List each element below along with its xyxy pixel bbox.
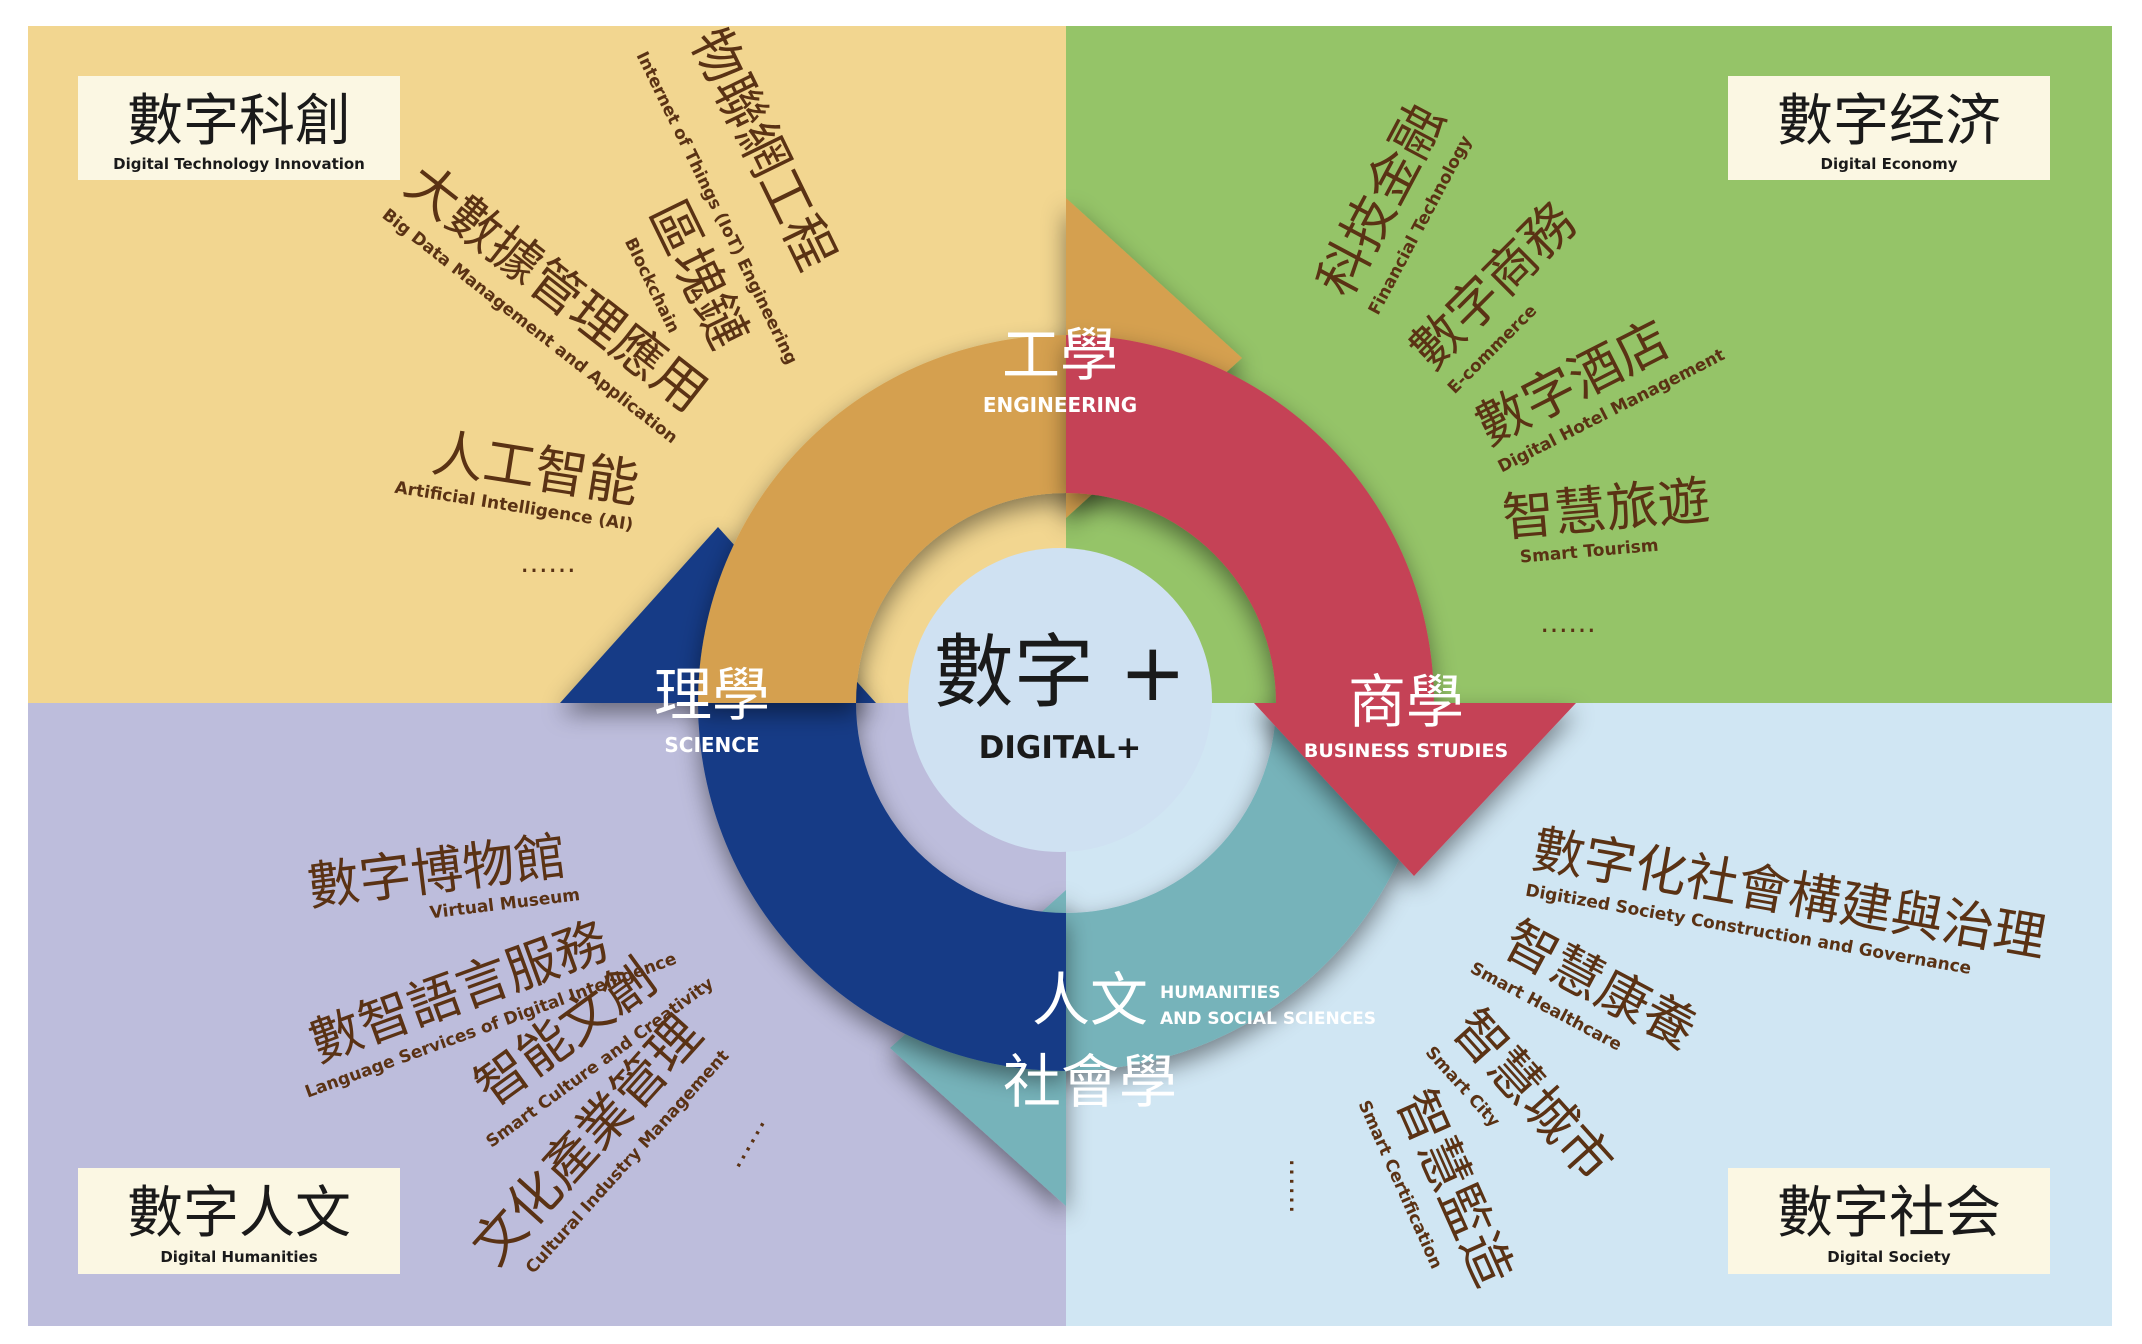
humanities-en-line2: AND SOCIAL SCIENCES: [1160, 1009, 1376, 1029]
humanities-subtitle: Digital Humanities: [160, 1248, 317, 1266]
arc-engineering: [698, 198, 1242, 703]
business-en: BUSINESS STUDIES: [1304, 740, 1508, 762]
arc-science: [560, 527, 1066, 1071]
center-subtitle: DIGITAL+: [979, 730, 1142, 766]
arc-humanities: [890, 703, 1434, 1206]
humanities-label-line1: 人文: [1032, 966, 1148, 1034]
engineering-en: ENGINEERING: [983, 393, 1137, 417]
society-more: ……: [1283, 1158, 1316, 1214]
economy-title: 數字经济: [1777, 89, 2001, 154]
tech-more: ……: [520, 546, 576, 579]
science-en: SCIENCE: [664, 733, 759, 757]
economy-more: ……: [1540, 606, 1596, 639]
humanities-label-line2: 社會學: [1003, 1048, 1177, 1116]
society-title-box: 數字社会 Digital Society: [1728, 1168, 2050, 1274]
tech-subtitle: Digital Technology Innovation: [113, 155, 365, 173]
society-title: 數字社会: [1777, 1181, 2001, 1246]
society-subtitle: Digital Society: [1827, 1248, 1951, 1266]
humanities-en-line1: HUMANITIES: [1160, 983, 1280, 1003]
economy-title-box: 數字经济 Digital Economy: [1728, 76, 2050, 180]
humanities-title-box: 數字人文 Digital Humanities: [78, 1168, 400, 1274]
tech-title: 數字科創: [127, 89, 351, 154]
arc-business: [1066, 335, 1576, 876]
science-label: 理學: [654, 661, 770, 729]
center-circle: [908, 548, 1212, 852]
center-title: 數字 +: [934, 626, 1186, 719]
tech-title-box: 數字科創 Digital Technology Innovation: [78, 76, 400, 180]
business-label: 商學: [1348, 668, 1464, 736]
humanities-title: 數字人文: [127, 1181, 351, 1246]
economy-subtitle: Digital Economy: [1821, 155, 1958, 173]
engineering-label: 工學: [1002, 321, 1118, 389]
